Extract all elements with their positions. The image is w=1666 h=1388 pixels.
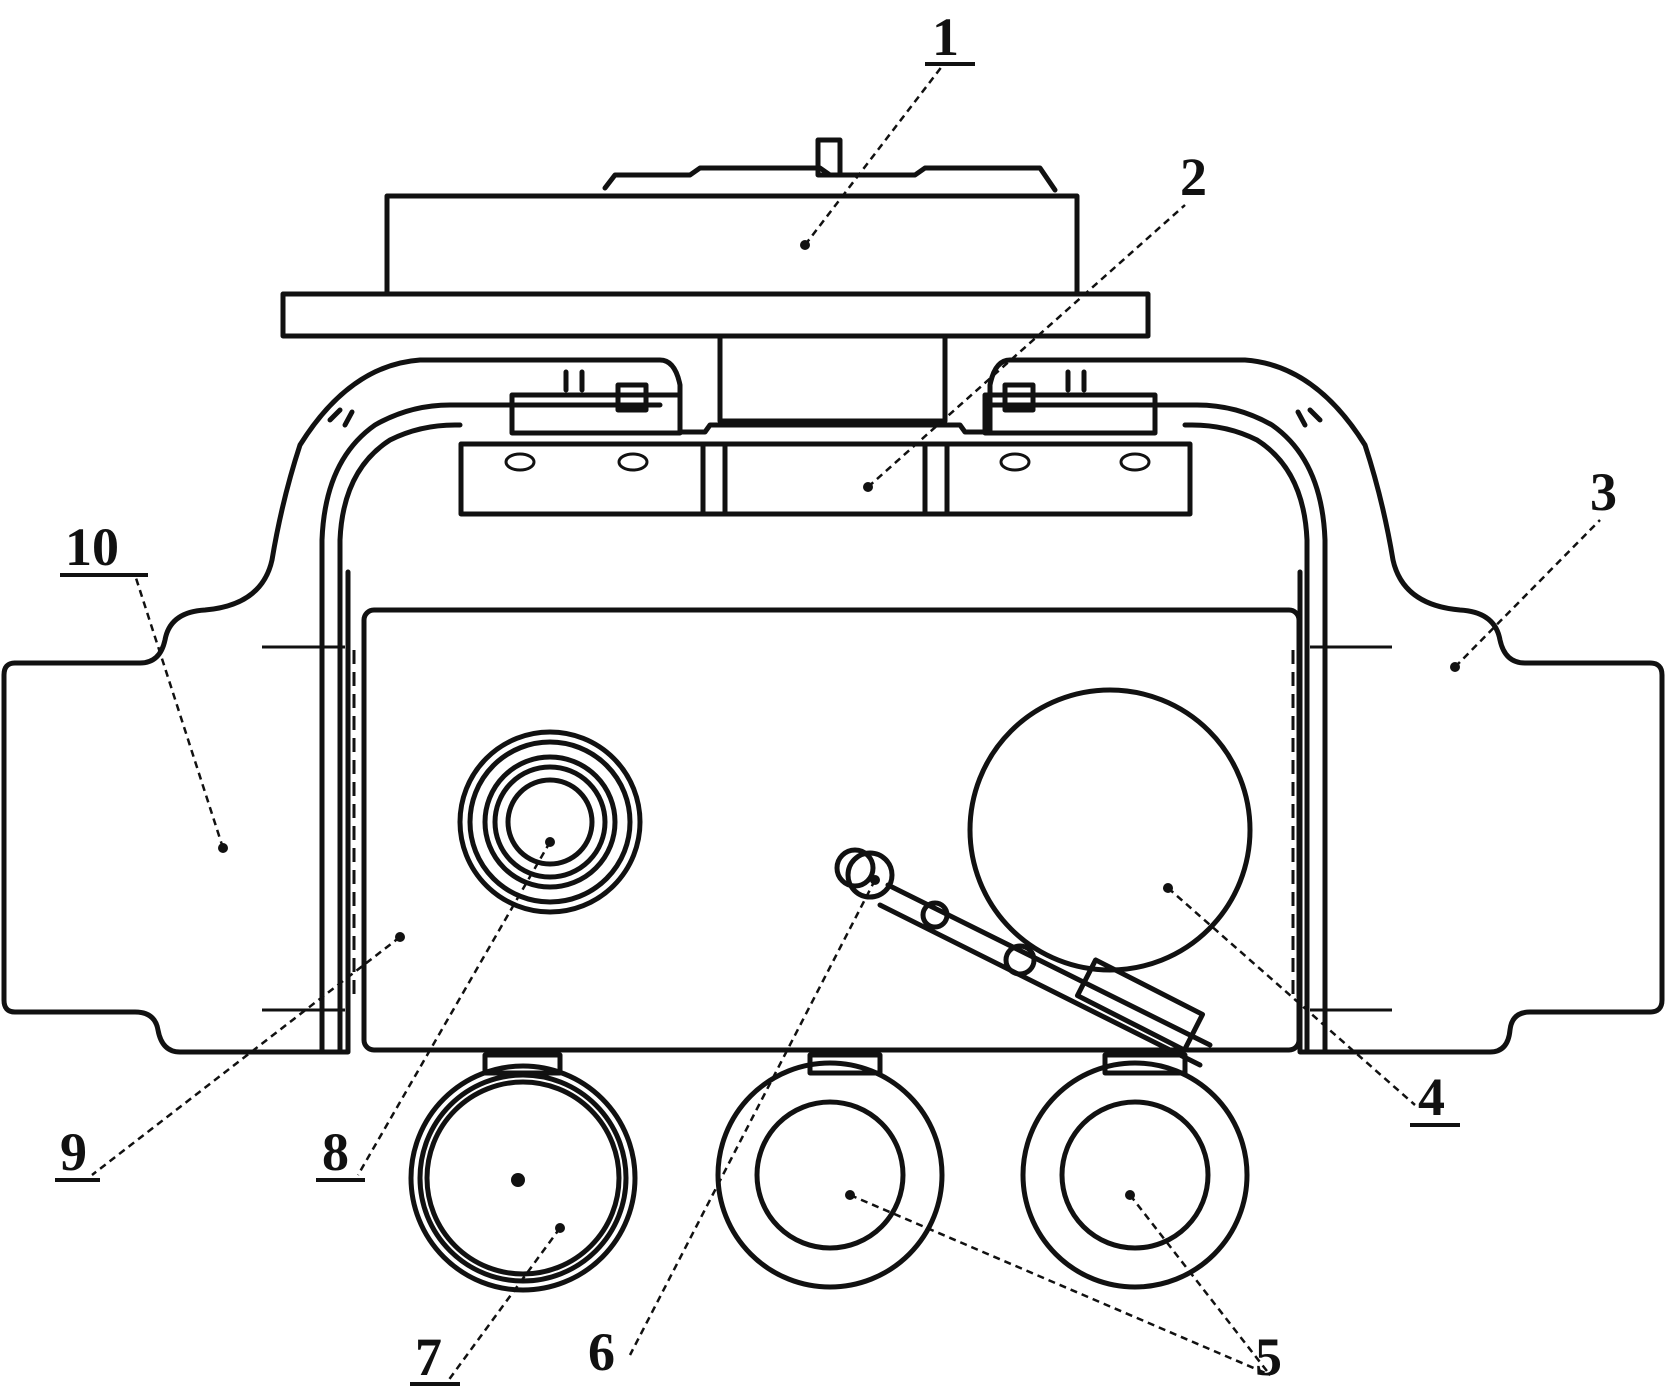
label-6: 6 [588,1322,615,1382]
part-labels: 1 2 3 4 5 6 7 8 9 10 [55,7,1617,1387]
label-2: 2 [1180,147,1207,207]
roller-5-left [715,1052,945,1290]
label-8: 8 [322,1122,349,1182]
label-4: 4 [1418,1067,1445,1127]
inner-frame [319,402,1328,1053]
roller-5-right [1020,1052,1250,1290]
inner-box [361,607,1302,1053]
linkage [834,847,1213,1068]
label-10: 10 [65,517,119,577]
label-7: 7 [415,1327,442,1387]
mounting-tabs [262,369,1392,1012]
leader-lines [91,64,1601,1386]
mounting-plate [458,441,1193,517]
large-circular-component [967,687,1253,973]
outer-housing [1,357,1665,1055]
terminal [457,729,643,915]
label-5: 5 [1255,1327,1282,1387]
roller-7 [408,1052,638,1293]
label-3: 3 [1590,462,1617,522]
label-1: 1 [932,7,959,67]
label-9: 9 [60,1122,87,1182]
top-module [280,137,1151,424]
